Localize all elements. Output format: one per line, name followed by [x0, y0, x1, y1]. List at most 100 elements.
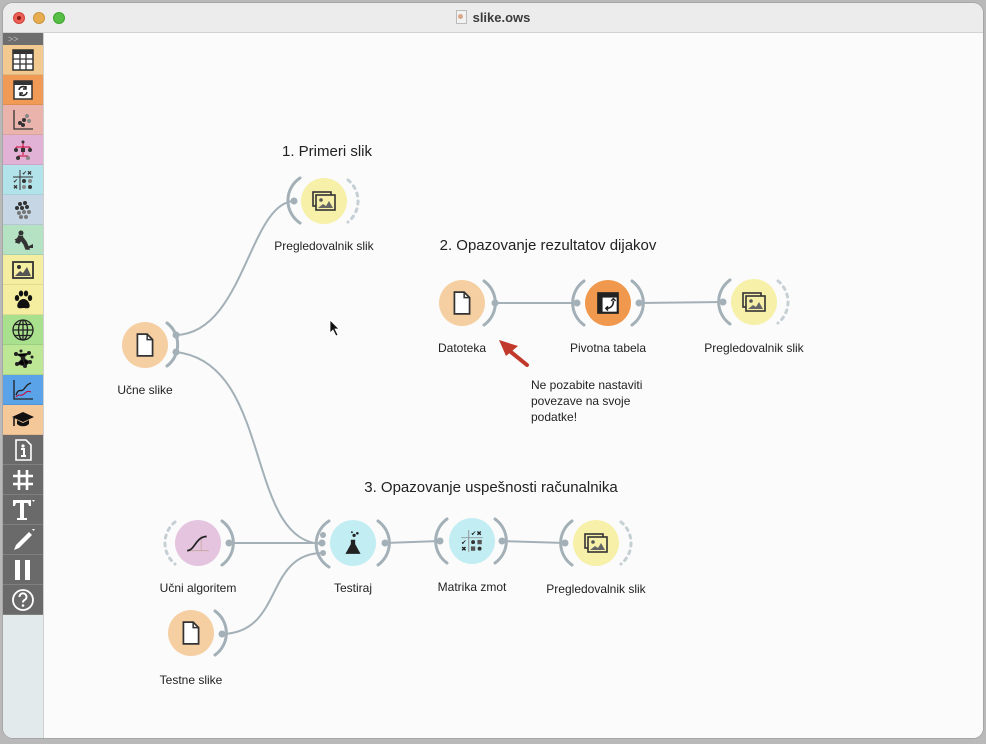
workflow-canvas[interactable]: 1. Primeri slik 2. Opazovanje rezultatov… — [44, 33, 983, 738]
title-bar: slike.ows — [3, 3, 983, 33]
svg-text:✖: ✖ — [461, 546, 467, 553]
link-testiraj-to-matrika[interactable] — [384, 540, 441, 544]
toolbox-category-data[interactable] — [3, 45, 43, 75]
toolbox-tool-grid[interactable] — [3, 465, 43, 495]
paw-icon — [14, 290, 33, 308]
node-label: Učne slike — [117, 383, 173, 397]
node-label: Datoteka — [437, 341, 487, 355]
file-icon — [182, 621, 200, 645]
text-icon — [13, 499, 35, 520]
svg-text:✔: ✔ — [461, 539, 467, 546]
cluster-icon — [15, 200, 31, 219]
toolbox-tool-info[interactable] — [3, 435, 43, 465]
window-title-text: slike.ows — [472, 10, 531, 25]
node-label: Testiraj — [333, 581, 373, 595]
toolbox-category-visualize[interactable] — [3, 105, 43, 135]
node-label: Pivotna tabela — [569, 341, 647, 355]
note-line: podatke! — [531, 410, 578, 424]
app-window: slike.ows >> ✔✖✔✖ — [3, 3, 983, 738]
chart-line-icon — [13, 379, 33, 400]
table-icon — [12, 48, 34, 71]
node-ucni-algoritem[interactable] — [175, 520, 221, 566]
annotation-note[interactable]: Ne pozabite nastaviti povezave na svoje … — [531, 377, 671, 425]
image-icon — [12, 260, 34, 279]
node-matrika-zmot[interactable]: ✔✖ ✔✖ — [449, 518, 495, 564]
toolbox-tool-pause[interactable] — [3, 555, 43, 585]
toolbox-category-unsupervised[interactable] — [3, 195, 43, 225]
node-pregledovalnik-3[interactable] — [573, 520, 619, 566]
file-icon — [136, 333, 154, 357]
network-icon — [14, 349, 34, 368]
group-title-primeri: 1. Primeri slik — [281, 143, 373, 160]
image-viewer-icon — [584, 533, 608, 553]
construction-icon — [14, 230, 33, 250]
node-testiraj[interactable] — [330, 520, 376, 566]
group-title-rezultati: 2. Opazovanje rezultatov dijakov — [439, 237, 657, 254]
note-line: povezave na svoje — [531, 394, 631, 408]
svg-text:✔: ✔ — [13, 179, 18, 185]
link-testne-to-testiraj[interactable] — [221, 552, 324, 635]
node-label: Pregledovalnik slik — [546, 582, 646, 596]
toolbox-category-prototypes[interactable] — [3, 225, 43, 255]
sigmoid-icon — [186, 535, 209, 552]
document-icon — [455, 10, 467, 24]
toolbox-category-geo[interactable] — [3, 315, 43, 345]
mouse-cursor — [329, 319, 340, 337]
graduation-cap-icon — [12, 411, 34, 426]
pen-arrow-icon — [14, 528, 35, 550]
info-icon — [15, 438, 32, 461]
globe-icon — [12, 318, 34, 341]
note-line: Ne pozabite nastaviti — [531, 378, 643, 392]
link-pivotna-to-pregledovalnik[interactable] — [638, 301, 724, 304]
pause-icon — [15, 559, 30, 580]
zoom-button[interactable] — [53, 12, 65, 24]
node-pivotna-tabela[interactable] — [585, 280, 631, 326]
node-pregledovalnik-2[interactable] — [731, 279, 777, 325]
svg-text:✔✖: ✔✖ — [471, 531, 482, 538]
hash-icon — [13, 469, 33, 490]
node-testne-slike[interactable] — [168, 610, 214, 656]
node-datoteka[interactable] — [439, 280, 485, 326]
node-label: Pregledovalnik slik — [274, 239, 374, 253]
file-icon — [453, 291, 471, 315]
link-ucne-to-pregledovalnik[interactable] — [175, 200, 295, 336]
node-pregledovalnik-1[interactable] — [301, 178, 347, 224]
toolbox-category-network[interactable] — [3, 345, 43, 375]
node-label: Pregledovalnik slik — [704, 341, 804, 355]
confusion-matrix-icon: ✔✖ ✔✖ — [461, 530, 483, 553]
image-viewer-icon — [742, 292, 766, 312]
tree-icon — [14, 140, 32, 160]
toolbox-category-bioinformatics[interactable] — [3, 285, 43, 315]
close-button[interactable] — [13, 12, 25, 24]
node-ucne-slike[interactable] — [122, 322, 168, 368]
svg-text:✔✖: ✔✖ — [22, 170, 32, 177]
links-layer — [163, 176, 790, 657]
toolbox-category-model[interactable] — [3, 135, 43, 165]
node-label: Učni algoritem — [159, 581, 237, 595]
svg-text:✖: ✖ — [13, 184, 18, 191]
confusion-icon: ✔✖ ✔✖ — [13, 169, 33, 191]
flask-icon — [345, 531, 361, 554]
pivot-icon — [597, 292, 619, 314]
node-label: Matrika zmot — [437, 580, 507, 594]
link-ucne-to-testiraj[interactable] — [175, 351, 324, 545]
toolbox-category-transform[interactable] — [3, 75, 43, 105]
toolbox-tool-text[interactable] — [3, 495, 43, 525]
toolbox-expand-button[interactable]: >> — [3, 33, 43, 45]
toolbox-category-educational[interactable] — [3, 405, 43, 435]
toolbox-category-evaluate[interactable]: ✔✖ ✔✖ — [3, 165, 43, 195]
scatter-icon — [13, 109, 33, 130]
toolbox-tool-arrow[interactable] — [3, 525, 43, 555]
toolbox-category-timeseries[interactable] — [3, 375, 43, 405]
toolbox-tool-help[interactable] — [3, 585, 43, 615]
widget-toolbox: >> ✔✖ ✔✖ — [3, 33, 44, 738]
help-icon — [12, 588, 34, 611]
link-matrika-to-pregledovalnik[interactable] — [501, 540, 566, 544]
node-label: Testne slike — [159, 673, 223, 687]
window-title: slike.ows — [3, 10, 983, 25]
pivot-icon — [13, 79, 33, 100]
minimize-button[interactable] — [33, 12, 45, 24]
annotation-arrow[interactable] — [499, 340, 529, 367]
image-viewer-icon — [312, 191, 336, 211]
toolbox-category-image-analytics[interactable] — [3, 255, 43, 285]
